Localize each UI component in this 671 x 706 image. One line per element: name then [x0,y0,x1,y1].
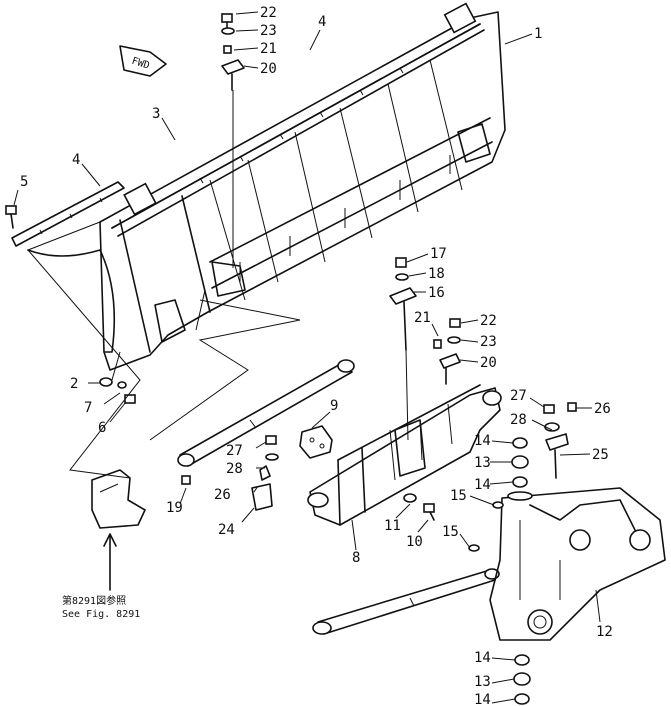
leader-lines [13,11,601,704]
note-line-1: 第8291図参照 [62,594,126,607]
fwd-label: FWD [130,56,151,72]
hydraulic-cylinder-lower [312,568,500,635]
callout-24: 24 [218,522,235,538]
fwd-arrow-icon: FWD [119,45,167,77]
callout-20: 20 [260,61,277,77]
callout-11: 11 [384,518,401,534]
reference-note: 第8291図参照 See Fig. 8291 [62,594,140,620]
reference-bracket [91,469,146,591]
fasteners-11-10 [403,493,435,521]
callout-14: 14 [474,650,491,666]
callout-26: 26 [214,487,231,503]
bolt-set-top [221,13,245,268]
callout-23: 23 [260,23,277,39]
callout-13: 13 [474,674,491,690]
callout-labels: 22 23 21 20 4 1 3 4 5 17 18 16 21 22 23 … [20,5,613,706]
callout-21: 21 [260,41,277,57]
callout-8: 8 [352,550,360,566]
bolt-set-left [181,435,279,511]
callout-14: 14 [474,692,491,706]
callout-14: 14 [474,433,491,449]
fasteners-2-7-6 [99,351,136,404]
callout-2: 2 [70,376,78,392]
callout-5: 5 [20,174,28,190]
cutting-edges [11,23,485,247]
callout-23: 23 [480,334,497,350]
callout-20: 20 [480,355,497,371]
callout-9: 9 [330,398,338,414]
callout-13: 13 [474,455,491,471]
frame [307,384,502,526]
callout-7: 7 [84,400,92,416]
blade [27,2,506,371]
callout-17: 17 [430,246,447,262]
bracket-12 [489,487,666,641]
bushing-stack-right [468,402,577,552]
assembly-outline-lines [27,249,301,479]
callout-28: 28 [510,412,527,428]
callout-18: 18 [428,266,445,282]
bolt-5 [5,205,17,229]
callout-14: 14 [474,477,491,493]
callout-28: 28 [226,461,243,477]
callout-1: 1 [534,26,542,42]
callout-3: 3 [152,106,160,122]
bracket-9 [299,425,333,459]
callout-6: 6 [98,420,106,436]
callout-22: 22 [260,5,277,21]
callout-22: 22 [480,313,497,329]
bolt-set-mid [433,318,461,385]
callout-12: 12 [596,624,613,640]
callout-10: 10 [406,534,423,550]
hydraulic-cylinder-upper [177,359,355,467]
callout-15: 15 [442,524,459,540]
callout-4: 4 [72,152,80,168]
callout-27: 27 [226,443,243,459]
callout-19: 19 [166,500,183,516]
callout-27: 27 [510,388,527,404]
callout-15: 15 [450,488,467,504]
callout-21: 21 [414,310,431,326]
callout-4: 4 [318,14,326,30]
callout-25: 25 [592,447,609,463]
bushing-stack-bottom [513,654,531,705]
note-line-2: See Fig. 8291 [62,609,140,620]
callout-16: 16 [428,285,445,301]
bolt-set-17-18-16 [389,257,417,441]
callout-26: 26 [594,401,611,417]
